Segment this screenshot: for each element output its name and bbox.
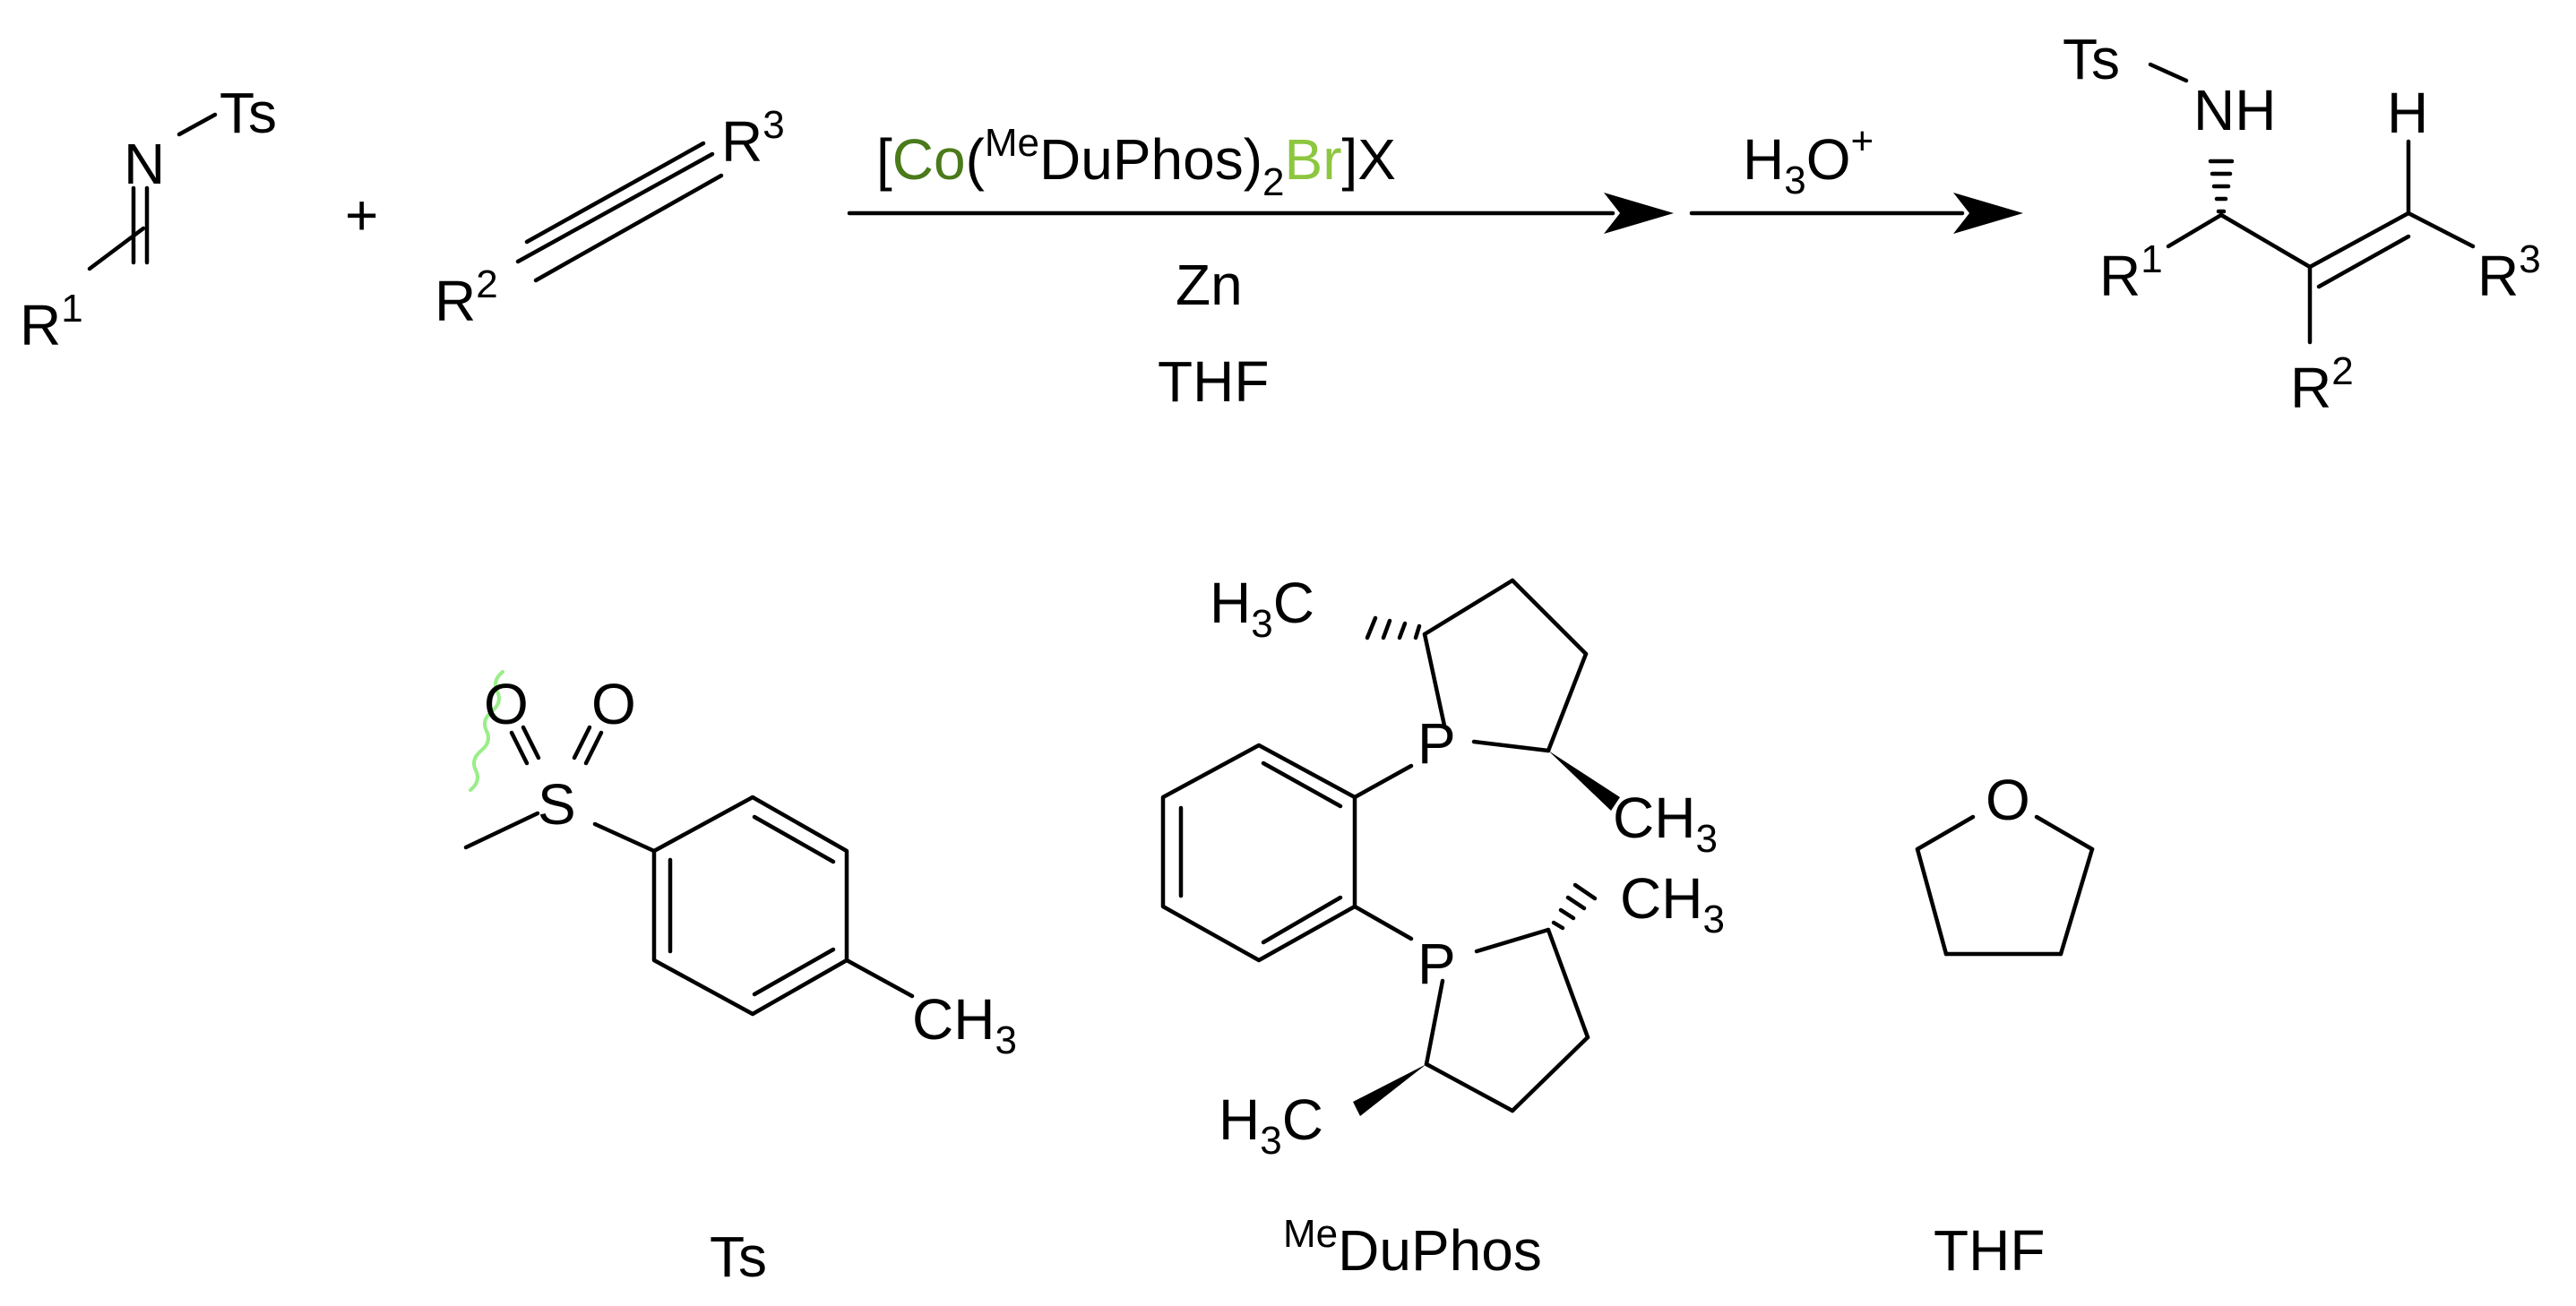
thf-structure: O THF [1915,768,2095,1283]
catalyst-label: [Co(MeDuPhos)2Br]X [876,121,1396,204]
bond-alkyne-triple-c [533,173,724,283]
tosyl-ch3-label: CH3 [912,987,1017,1062]
alkyne-r2-label: R2 [435,262,498,333]
bond-s-o-left-b [521,725,541,760]
bond-ring-ch3 [844,958,915,999]
bond-c2-c3-top [1422,578,1515,637]
tosyl-oxygen-left-label: O [484,672,529,736]
reaction-arrow-step1 [847,193,1674,234]
imine-nitrogen-label: N [124,132,165,196]
bond-p-c2-top [1422,632,1447,728]
bond-c3-c4-top [1510,578,1589,657]
thf-oxygen-label: O [1986,768,2030,832]
reductant-zinc-label: Zn [1176,253,1243,317]
bond-p-c2-bottom [1474,927,1551,954]
phosphorus-bottom-label: P [1417,932,1456,996]
thf-bond-o-c2 [1915,814,1976,852]
bond-c-r3 [2406,211,2476,249]
bond-s-ring [592,821,657,854]
medupphos-structure: P P H3C CH3 CH3 H3C MeDuPhos [1160,571,1725,1283]
bond-c2-c3-bottom [1546,927,1590,1040]
bond-c-r1 [2166,212,2224,249]
duphos-ring-inner-b [1261,760,1343,809]
reaction-arrow-step2 [1689,193,2023,234]
duphos-ring-inner-c [1261,895,1343,945]
acid-workup-label: H3O+ [1743,119,1874,202]
solvent-thf-label: THF [1158,349,1269,414]
plus-sign: + [345,183,378,247]
product-nh-label: NH [2193,78,2276,142]
bond-s-o-right-a [572,725,592,760]
bond-attach-s [463,811,540,850]
tosyl-sulfur-label: S [538,772,576,837]
tosyl-structure: O O S CH3 Ts [463,670,1017,1289]
duphos-ch3-a-label: CH3 [1613,786,1718,861]
arrowhead-step1-icon [1604,193,1674,234]
product-r1-label: R1 [2099,237,2163,308]
bond-n-ts [177,112,218,137]
thf-bond-c5-o [2034,814,2095,852]
bond-alkyne-triple-b [524,141,706,245]
bond-alkene-b [2316,234,2411,289]
phosphorus-top-label: P [1417,711,1456,776]
alkyne-r3-label: R3 [721,103,785,174]
ring-inner-c [752,947,836,997]
bond-c5-p-bottom [1424,978,1445,1067]
thf-bond-c2-c3 [1915,846,1949,957]
imine-reactant: N Ts R1 [20,81,277,357]
hashed-wedge-c-n [2208,159,2235,214]
hashed-wedge-bottom-ch3 [1551,882,1598,931]
alkyne-reactant: R3 R2 [435,103,785,333]
bond-c3-c4-bottom [1510,1035,1590,1113]
bond-ring-p-bottom [1352,904,1414,941]
imine-r1-label: R1 [20,287,83,357]
product-h-label: H [2387,81,2428,145]
solid-wedge-bottom-h3c [1353,1064,1426,1116]
duphos-h3c-bottom-label: H3C [1219,1087,1323,1163]
duphos-benzene-ring [1160,743,1357,963]
tosyl-caption: Ts [710,1224,767,1289]
bond-c-c [2218,212,2313,270]
solid-wedge-top-ch3 [1548,751,1620,811]
bond-ts-nh [2148,62,2189,83]
product-r3-label: R3 [2477,237,2541,308]
product-r2-label: R2 [2290,349,2354,420]
bond-ring-p-top [1352,763,1414,800]
tosyl-benzene-ring [651,795,849,1017]
duphos-h3c-top-label: H3C [1210,571,1314,646]
bond-s-o-right-b [583,730,604,766]
product-ts-label: Ts [2063,27,2120,91]
imine-ts-label: Ts [220,81,277,145]
arrowhead-step2-icon [1953,193,2023,234]
bond-c5-p-top [1471,739,1551,753]
ring-inner-b [752,814,836,864]
bond-alkene-a [2307,211,2411,270]
thf-caption: THF [1934,1218,2045,1283]
bond-s-o-left-a [509,730,530,766]
hashed-wedge-top-ch3 [1365,615,1422,640]
duphos-caption: MeDuPhos [1283,1212,1542,1283]
tosyl-oxygen-right-label: O [591,672,636,736]
wavy-bond-icon [469,670,504,792]
allylic-amine-product: Ts NH H R1 R3 R2 [2063,27,2541,420]
duphos-ch3-b-label: CH3 [1620,866,1725,941]
bond-alkyne-triple-a [515,151,715,264]
bond-c4-c5-top [1546,651,1589,753]
bond-c4-c5-bottom [1424,1061,1515,1113]
thf-bond-c4-c5 [2058,846,2095,957]
